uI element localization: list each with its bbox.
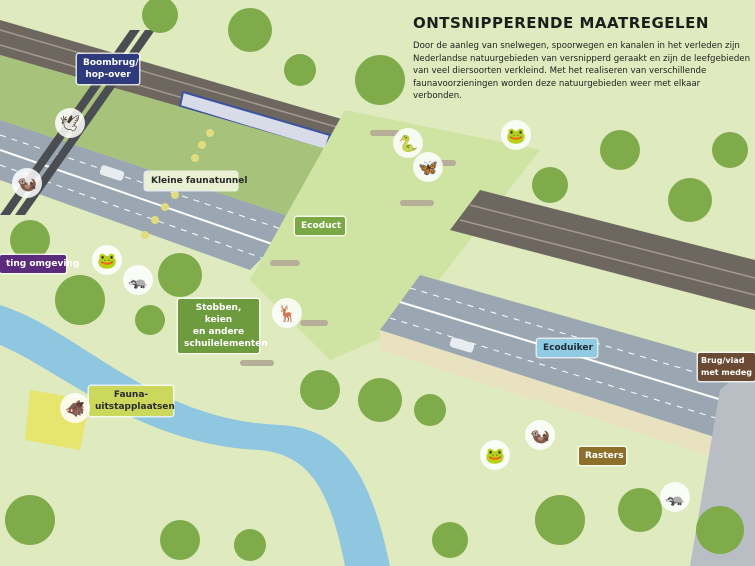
label-stobben: Stobben, keien en andere schuilelementen xyxy=(178,299,268,353)
label-kleine-faunatunnel: Kleine faunatunnel xyxy=(145,172,247,190)
rail-line xyxy=(459,219,755,296)
label-rasters: Rasters xyxy=(579,447,626,465)
boar-icon: 🐗 xyxy=(60,393,90,423)
bird-icon: 🕊 xyxy=(55,108,85,138)
butterfly-icon: 🦋 xyxy=(413,152,443,182)
label-omgeving: ting omgeving xyxy=(0,255,79,273)
trees xyxy=(5,0,748,561)
label-ecoduct: Ecoduct xyxy=(295,217,345,235)
river xyxy=(0,305,390,566)
badger-icon: 🦡 xyxy=(660,482,690,512)
verge-left xyxy=(0,55,330,220)
page-title: ONTSNIPPERENDE MAATREGELEN xyxy=(413,14,709,32)
otter-icon: 🦦 xyxy=(525,420,555,450)
lane-line xyxy=(0,149,276,246)
badger-icon: 🦡 xyxy=(123,265,153,295)
faunatunnel-path xyxy=(141,129,214,239)
rail-line xyxy=(469,204,755,279)
label-ecoduiker: Ecoduiker xyxy=(537,339,597,357)
deer-icon: 🦌 xyxy=(272,298,302,328)
snake-icon: 🐍 xyxy=(393,128,423,158)
frog-icon: 🐸 xyxy=(480,440,510,470)
lane-line xyxy=(389,317,755,431)
label-boombrug: Boombrug/ hop-over xyxy=(77,54,139,84)
rail-line xyxy=(0,29,341,129)
car xyxy=(449,337,475,353)
fence-rasters xyxy=(380,330,755,470)
ecoduct-deck xyxy=(250,110,540,360)
logs xyxy=(240,130,456,366)
frog-icon: 🐸 xyxy=(501,120,531,150)
frog-icon: 🐸 xyxy=(92,245,122,275)
lane-line xyxy=(0,164,263,259)
marten-icon: 🦦 xyxy=(12,168,42,198)
intro-text: Door de aanleg van snelwegen, spoorwegen… xyxy=(413,41,751,101)
highway-left xyxy=(0,120,300,270)
label-uitstapplaatsen: Fauna- uitstapplaatsen xyxy=(89,386,175,416)
label-brug-viaduct: Brug/viad met medeg xyxy=(698,353,755,381)
highway-right xyxy=(380,275,755,450)
car xyxy=(99,165,125,181)
